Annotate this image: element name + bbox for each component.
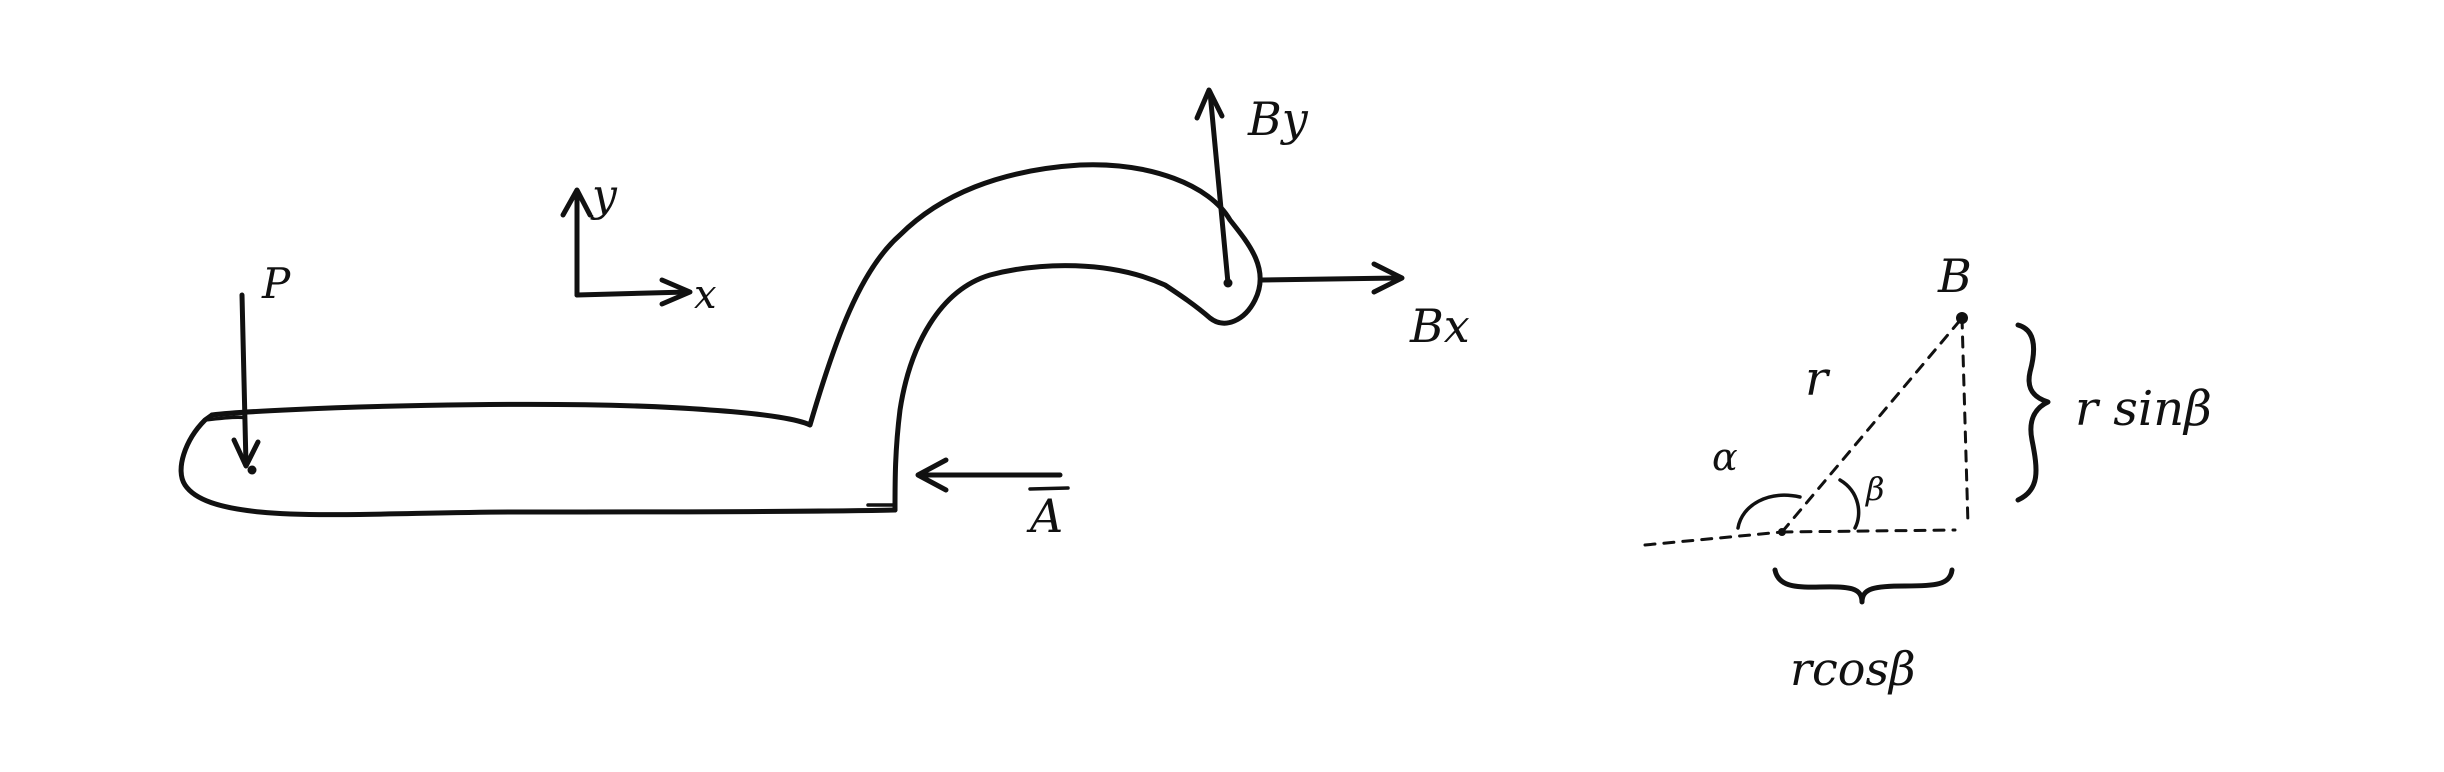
label-by: By: [1247, 92, 1309, 146]
brace-horizontal: [1772, 567, 1955, 605]
label-p: P: [261, 259, 291, 308]
bracket-outer-outline: [209, 162, 1263, 513]
load-point-dot: [247, 465, 257, 475]
label-r-sin-beta: r sinβ: [2075, 381, 2212, 437]
force-p-arrow: [231, 292, 261, 469]
axis-x-arrowhead: [659, 277, 693, 307]
bracket-body: [178, 162, 1263, 518]
vertical-leg: [1960, 316, 1970, 527]
bracket-lower-outline: [178, 412, 898, 518]
axis-x-line: [574, 289, 691, 298]
force-a-arrow: [915, 457, 1063, 493]
label-point-b: B: [1937, 249, 1972, 303]
label-x: x: [694, 272, 717, 318]
horizontal-leg: [1780, 528, 1957, 534]
label-r: r: [1805, 351, 1831, 407]
force-bx-arrow: [1259, 261, 1405, 295]
label-r-cos-beta: rcosβ: [1790, 642, 1916, 696]
label-alpha: α: [1712, 435, 1738, 479]
angle-alpha-arc: [1736, 493, 1802, 530]
geometry-triangle: [1643, 312, 2051, 605]
vector-bar-a: [1028, 486, 1070, 491]
label-bx: Bx: [1409, 299, 1470, 353]
bracket-left-tip: [203, 415, 247, 422]
force-by-arrow: [1194, 87, 1231, 286]
baseline-extension: [1643, 530, 1784, 547]
label-beta: β: [1865, 470, 1885, 508]
coordinate-axes: [560, 187, 693, 307]
hypotenuse-r: [1780, 316, 1964, 534]
point-b-dot: [1956, 312, 1968, 324]
origin-dot: [1778, 528, 1786, 536]
brace-vertical: [2015, 322, 2051, 503]
angle-beta-arc: [1838, 478, 1861, 530]
label-y: y: [590, 170, 618, 221]
axis-y-arrowhead: [560, 187, 593, 218]
label-a: A: [1026, 489, 1063, 543]
